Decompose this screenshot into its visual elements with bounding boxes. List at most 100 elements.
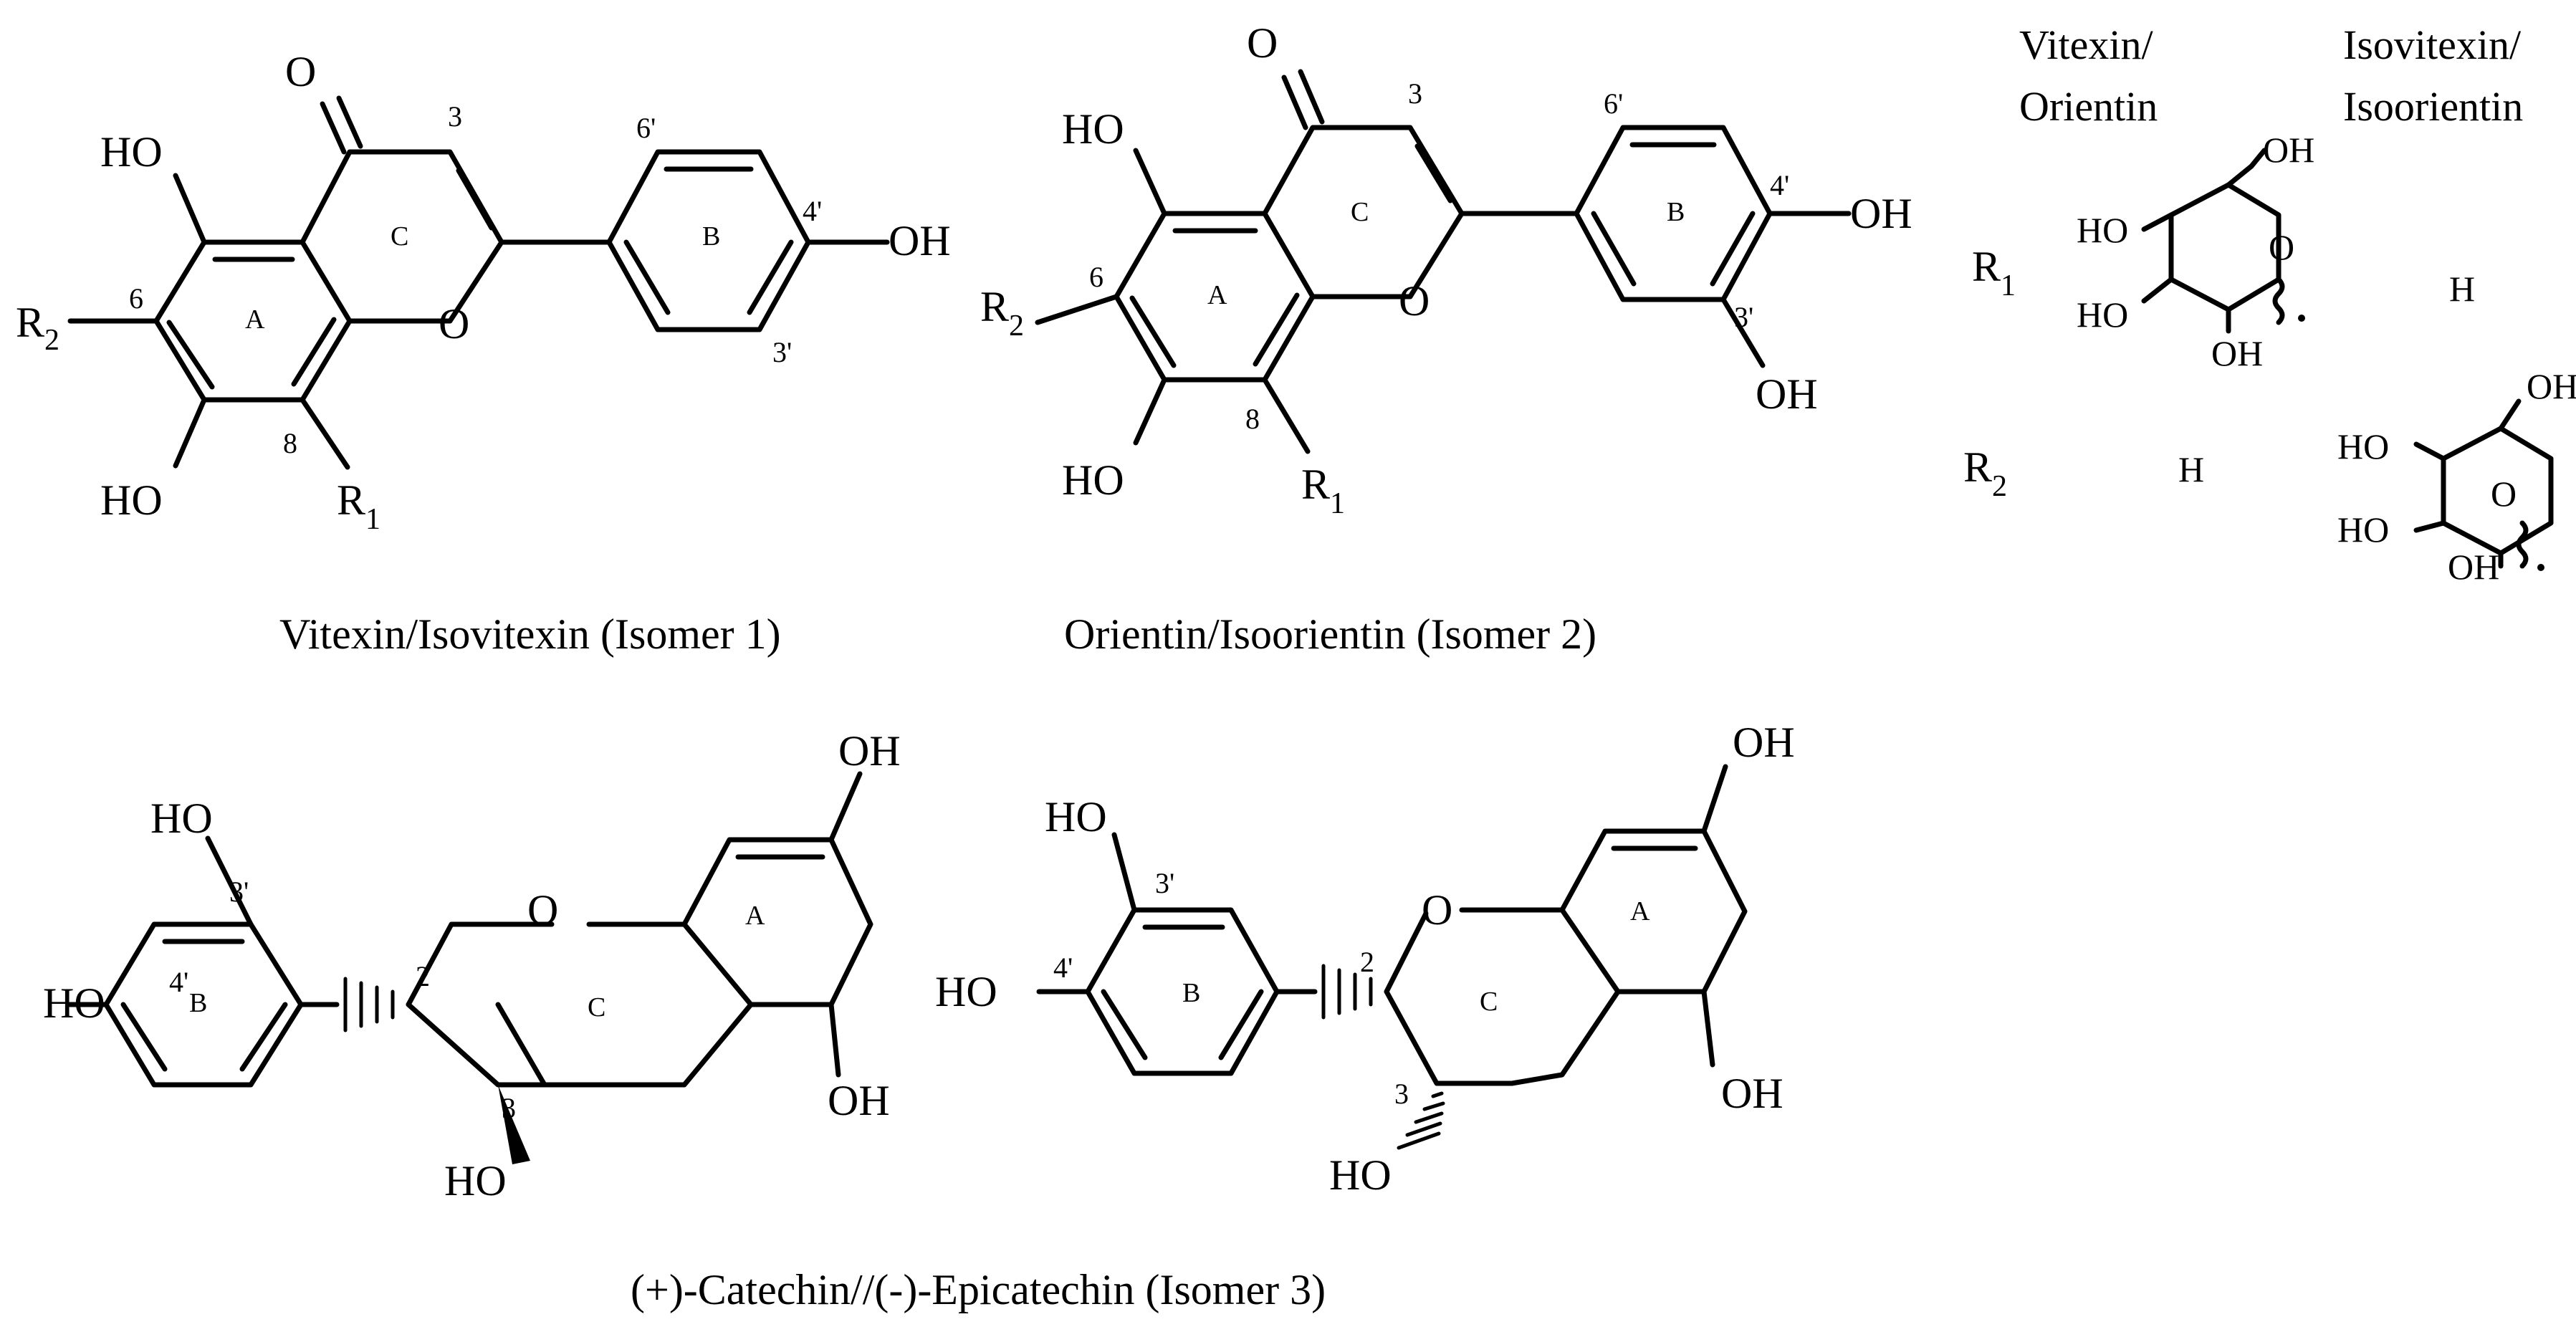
oh-3p: HO bbox=[150, 795, 213, 842]
glucosyl-group-r1: O OH HO HO OH bbox=[2077, 130, 2314, 373]
pos-3: 3 bbox=[1394, 1078, 1409, 1110]
caption-isomer-3: (+)-Catechin//(-)-Epicatechin (Isomer 3) bbox=[631, 1266, 1326, 1313]
r2-vitexin-value: H bbox=[2178, 449, 2204, 489]
molecule-epicatechin: O HO HO OH OH HO B C A 2 3 3' 4' bbox=[935, 719, 1795, 1199]
col-header-1-line2: Orientin bbox=[2019, 83, 2158, 130]
col-header-2-line1: Isovitexin/ bbox=[2343, 21, 2522, 68]
ring-label-b: B bbox=[1667, 197, 1685, 227]
oh-4p: HO bbox=[43, 979, 105, 1027]
attachment-squiggle bbox=[2272, 277, 2285, 325]
pos-6p: 6' bbox=[636, 112, 656, 144]
oh-7: OH bbox=[1733, 719, 1795, 766]
ring-label-c: C bbox=[1351, 197, 1369, 227]
oh-7: HO bbox=[1062, 456, 1124, 504]
pos-3p: 3' bbox=[1734, 301, 1753, 333]
pos-2: 2 bbox=[416, 960, 430, 992]
hashed-wedge bbox=[343, 977, 411, 1032]
pos-3p: 3' bbox=[772, 336, 792, 368]
ring-label-c: C bbox=[588, 992, 605, 1022]
oh-3p: OH bbox=[1756, 370, 1818, 418]
ring-o: O bbox=[1422, 886, 1452, 934]
sugar-oh-4: OH bbox=[2211, 333, 2263, 373]
ring-label-b: B bbox=[189, 988, 207, 1018]
sugar-oh-2: HO bbox=[2077, 210, 2128, 250]
pos-2: 2 bbox=[1360, 946, 1374, 978]
oh-3p: HO bbox=[1045, 793, 1107, 840]
r2-index: 2 bbox=[1009, 310, 1024, 342]
pos-3p: 3' bbox=[229, 876, 249, 908]
ring-label-a: A bbox=[745, 901, 765, 931]
oh-5: OH bbox=[1721, 1070, 1783, 1117]
row-label-r1: R bbox=[1972, 243, 2001, 290]
ring-o-sugar: O bbox=[2269, 227, 2294, 267]
pos-6: 6 bbox=[1089, 261, 1103, 293]
ring-label-b: B bbox=[1182, 978, 1200, 1008]
ring-label-a: A bbox=[1630, 896, 1650, 926]
caption-isomer-2: Orientin/Isoorientin (Isomer 2) bbox=[1064, 610, 1596, 658]
oh-3: HO bbox=[1329, 1151, 1392, 1199]
ring-o-sugar: O bbox=[2491, 474, 2517, 514]
r1-index: 1 bbox=[1330, 487, 1345, 520]
bold-wedge bbox=[498, 1085, 530, 1164]
ring-o: O bbox=[439, 300, 469, 348]
pos-3: 3 bbox=[448, 100, 462, 133]
ring-label-b: B bbox=[702, 221, 720, 251]
ring-label-c: C bbox=[1480, 987, 1498, 1017]
pos-6: 6 bbox=[129, 282, 143, 315]
ring-label-a: A bbox=[245, 305, 265, 335]
oh-5: HO bbox=[1062, 105, 1124, 153]
pos-8: 8 bbox=[283, 427, 297, 459]
hashed-wedge-3oh bbox=[1397, 1091, 1445, 1150]
attachment-squiggle bbox=[2516, 520, 2529, 569]
r1-isovitexin-value: H bbox=[2449, 269, 2475, 309]
row-label-r2: R bbox=[1963, 444, 1992, 491]
r2-index: 2 bbox=[44, 324, 59, 357]
oh-7: OH bbox=[838, 727, 901, 775]
molecule-vitexin-isovitexin: O O HO HO OH R 2 R 1 A C B 3 6 8 6' 4' 3… bbox=[16, 48, 951, 658]
ring-label-c: C bbox=[391, 221, 408, 251]
pos-4p: 4' bbox=[169, 966, 188, 998]
pos-6p: 6' bbox=[1604, 87, 1623, 120]
sugar-oh-6: OH bbox=[2263, 130, 2314, 170]
hashed-wedge bbox=[1321, 964, 1389, 1020]
row-label-r2-index: 2 bbox=[1992, 470, 2007, 503]
oh-4p: HO bbox=[935, 968, 997, 1015]
oh-4p: OH bbox=[1850, 190, 1912, 237]
r2-label: R bbox=[980, 283, 1009, 330]
pos-3: 3 bbox=[1408, 77, 1422, 110]
oh-5: HO bbox=[100, 128, 163, 176]
ring-label-a: A bbox=[1207, 280, 1227, 310]
pos-4p: 4' bbox=[1770, 169, 1789, 201]
oh-5: OH bbox=[828, 1077, 890, 1124]
pos-4p: 4' bbox=[803, 195, 822, 227]
pos-3p: 3' bbox=[1155, 867, 1174, 899]
sugar-oh-2: HO bbox=[2337, 426, 2389, 466]
sugar-oh-6: OH bbox=[2527, 366, 2576, 406]
molecule-orientin-isoorientin: O O HO HO OH OH R 2 R 1 A C B 3 6 8 6' 4… bbox=[980, 19, 1912, 658]
sugar-oh-3: HO bbox=[2337, 509, 2389, 550]
ring-o: O bbox=[1399, 277, 1430, 325]
carbonyl-o: O bbox=[285, 48, 316, 95]
r1-label: R bbox=[337, 476, 365, 524]
sugar-oh-3: HO bbox=[2077, 294, 2128, 335]
pos-3: 3 bbox=[502, 1092, 516, 1124]
row-label-r1-index: 1 bbox=[2001, 269, 2016, 302]
glucosyl-group-r2: O OH HO HO OH bbox=[2337, 366, 2576, 587]
r2-label: R bbox=[16, 299, 44, 346]
sugar-oh-4: OH bbox=[2448, 547, 2499, 587]
caption-isomer-1: Vitexin/Isovitexin (Isomer 1) bbox=[279, 610, 781, 658]
pos-8: 8 bbox=[1245, 403, 1260, 435]
col-header-1-line1: Vitexin/ bbox=[2019, 21, 2153, 68]
oh-3: HO bbox=[444, 1157, 507, 1204]
r1-index: 1 bbox=[365, 503, 380, 536]
oh-7: HO bbox=[100, 476, 163, 524]
col-header-2-line2: Isoorientin bbox=[2343, 83, 2523, 130]
oh-4p: OH bbox=[889, 217, 951, 264]
pos-4p: 4' bbox=[1053, 952, 1073, 984]
molecule-catechin: O HO HO OH OH HO B C A 2 3 3' 4' (+)-Cat… bbox=[43, 727, 1326, 1313]
carbonyl-o: O bbox=[1247, 19, 1278, 67]
ring-o: O bbox=[527, 886, 558, 934]
r1-label: R bbox=[1301, 461, 1330, 508]
substituent-table: Vitexin/ Orientin Isovitexin/ Isoorienti… bbox=[1963, 21, 2576, 587]
